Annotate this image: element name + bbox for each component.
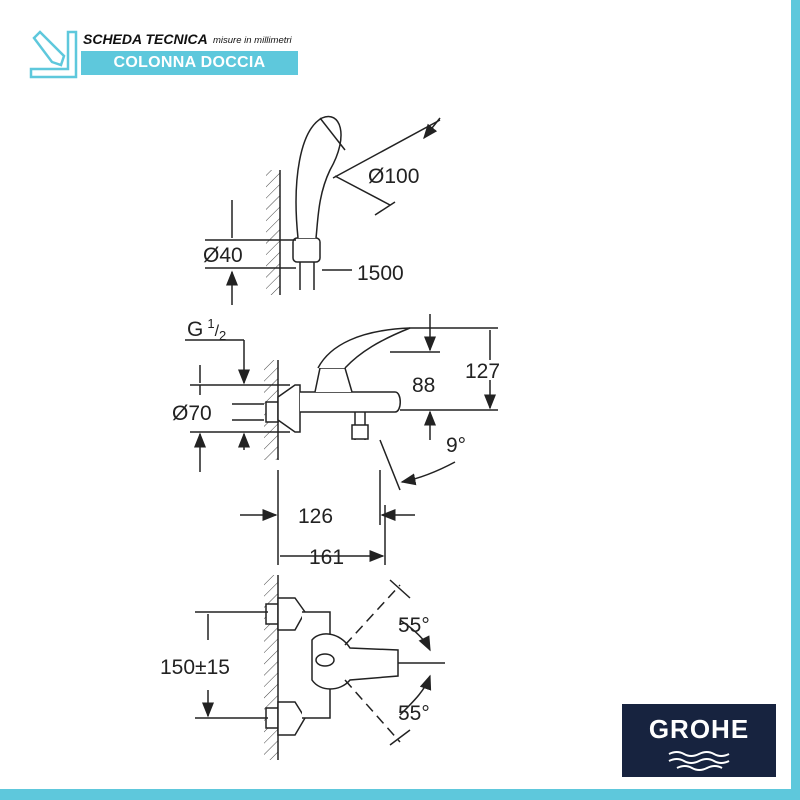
grohe-logo: GROHE xyxy=(622,704,776,777)
frame-border-bottom xyxy=(0,789,800,800)
lever-angle-down-label: 55° xyxy=(398,702,430,725)
hose-length-label: 1500 xyxy=(357,262,404,285)
category-banner: COLONNA DOCCIA xyxy=(81,51,298,75)
brand-name: GROHE xyxy=(648,714,750,744)
lever-angle-up-label: 55° xyxy=(398,614,430,637)
total-projection-label: 161 xyxy=(309,546,344,569)
spout-height-label: 88 xyxy=(412,374,435,397)
total-height-label: 127 xyxy=(465,360,500,383)
hand-shower-view xyxy=(205,115,441,305)
center-distance-label: 150±15 xyxy=(160,656,230,679)
sheet-title: SCHEDA TECNICA xyxy=(83,31,208,47)
spout-projection-label: 126 xyxy=(298,505,333,528)
spout-angle-label: 9° xyxy=(446,434,466,457)
ruler-pencil-icon xyxy=(29,30,78,79)
holder-diameter-label: Ø40 xyxy=(203,244,243,267)
mixer-front-view xyxy=(195,575,445,760)
shower-head-diameter-label: Ø100 xyxy=(368,165,419,188)
waves-icon xyxy=(668,751,730,771)
mixer-side-view xyxy=(185,314,498,565)
units-note: misure in millimetri xyxy=(213,35,292,46)
frame-border-right xyxy=(791,0,800,800)
escutcheon-diameter-label: Ø70 xyxy=(172,402,212,425)
